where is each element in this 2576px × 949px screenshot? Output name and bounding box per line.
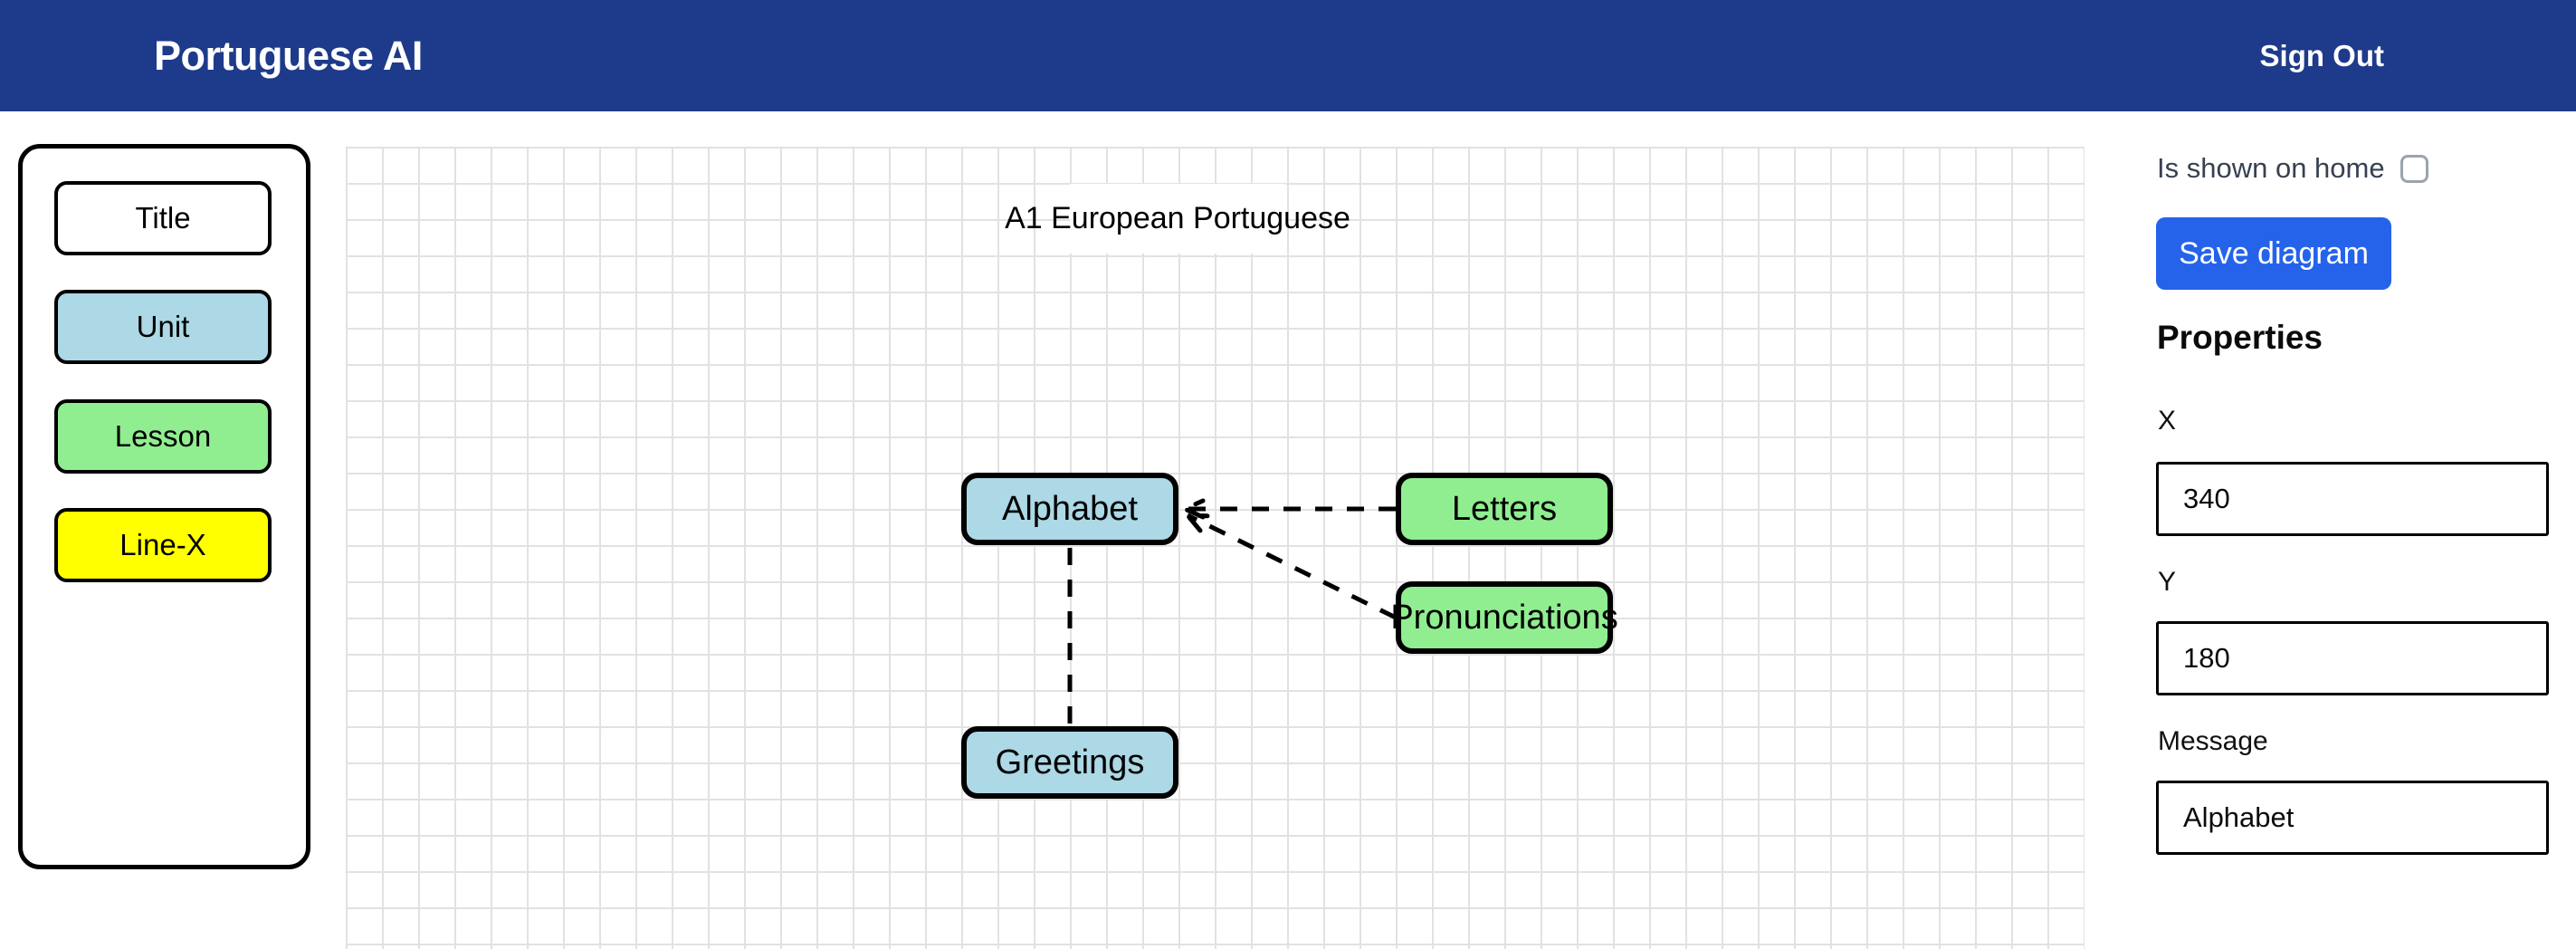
y-field-label: Y <box>2158 567 2177 597</box>
app-title: Portuguese AI <box>154 32 423 79</box>
shown-on-home-checkbox[interactable] <box>2399 154 2428 183</box>
header-bar: Portuguese AI Sign Out <box>0 0 2576 111</box>
save-diagram-button[interactable]: Save diagram <box>2156 217 2391 290</box>
palette-item-lesson[interactable]: Lesson <box>54 399 272 474</box>
sign-out-button[interactable]: Sign Out <box>2259 38 2384 72</box>
shape-palette: Title Unit Lesson Line-X <box>18 144 310 869</box>
shown-on-home-row: Is shown on home <box>2157 152 2428 185</box>
shown-on-home-label: Is shown on home <box>2157 152 2385 184</box>
properties-heading: Properties <box>2157 319 2323 356</box>
node-greetings[interactable]: Greetings <box>961 726 1178 799</box>
x-field-input[interactable] <box>2156 462 2549 536</box>
palette-item-title[interactable]: Title <box>54 181 272 255</box>
edge-pronunciations-to-alphabet <box>1188 515 1398 620</box>
node-pronunciations[interactable]: Pronunciations <box>1390 581 1618 654</box>
palette-item-unit[interactable]: Unit <box>54 290 272 364</box>
message-field-input[interactable] <box>2156 781 2549 855</box>
y-field-input[interactable] <box>2156 621 2549 695</box>
diagram-canvas[interactable]: A1 European Portuguese Alphabet Letters … <box>346 147 2085 949</box>
palette-item-line-x[interactable]: Line-X <box>54 508 272 582</box>
message-field-label: Message <box>2158 726 2268 756</box>
x-field-label: X <box>2158 406 2177 436</box>
node-alphabet[interactable]: Alphabet <box>961 473 1178 545</box>
node-letters[interactable]: Letters <box>1396 473 1613 545</box>
diagram-edges <box>1067 147 1398 724</box>
diagram-title-label[interactable]: A1 European Portuguese <box>1005 184 1350 254</box>
